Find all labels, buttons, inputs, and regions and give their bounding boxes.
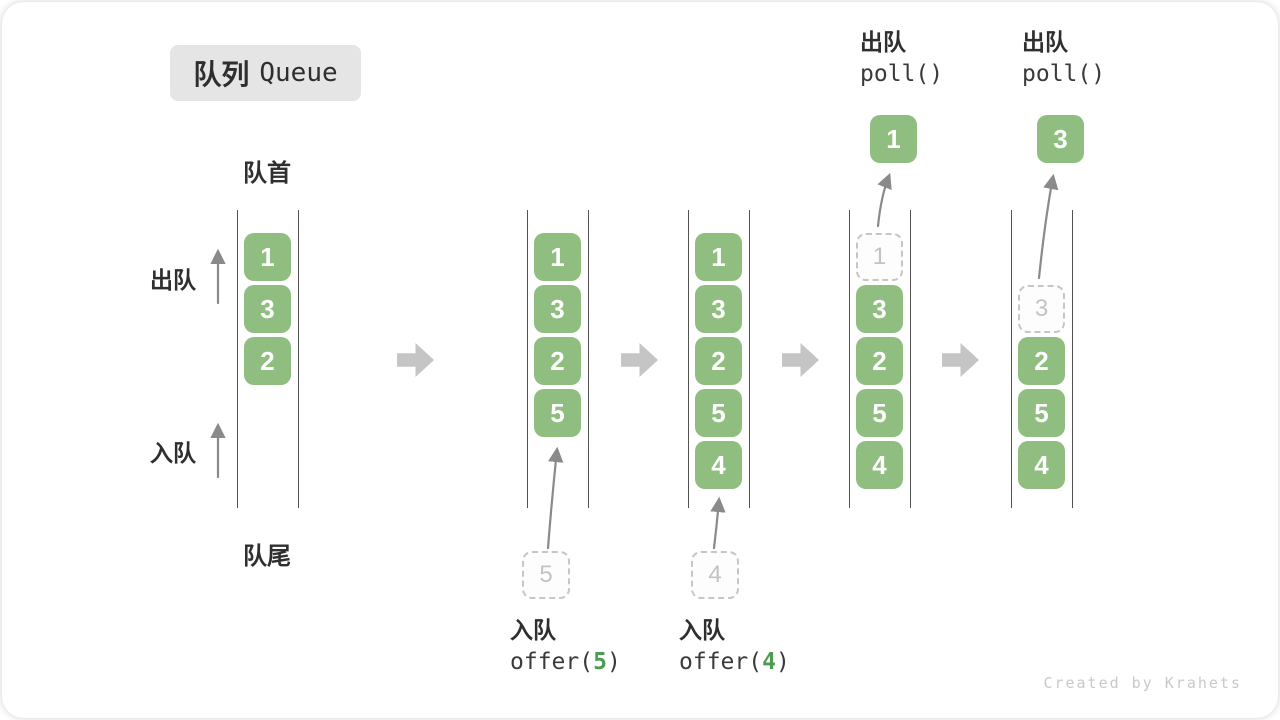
op-offer5-label: 入队 bbox=[510, 617, 556, 643]
queue-element: 3 bbox=[856, 285, 903, 333]
queue-element: 4 bbox=[695, 441, 742, 489]
op-offer5: 入队 offer(5) bbox=[510, 615, 621, 679]
title-zh: 队列 bbox=[193, 59, 250, 90]
op-poll3-code: poll() bbox=[1022, 61, 1106, 87]
op-poll1: 出队 poll() bbox=[860, 27, 943, 91]
op-poll1-code: poll() bbox=[860, 61, 944, 87]
op-offer4: 入队 offer(4) bbox=[679, 615, 790, 679]
queue-element: 2 bbox=[244, 337, 291, 385]
queue-column-initial: 1 3 2 bbox=[237, 210, 299, 508]
queue-element: 2 bbox=[1018, 337, 1065, 385]
op-offer4-label: 入队 bbox=[679, 617, 725, 643]
code-arg: 4 bbox=[762, 649, 776, 675]
label-enqueue: 入队 bbox=[150, 440, 196, 466]
code-close: ) bbox=[606, 649, 621, 675]
code-arg: 5 bbox=[593, 649, 607, 675]
op-poll3: 出队 poll() bbox=[1022, 27, 1105, 91]
queue-element: 5 bbox=[856, 389, 903, 437]
title-en: Queue bbox=[259, 58, 338, 88]
queue-element: 5 bbox=[1018, 389, 1065, 437]
code-fn: offer( bbox=[679, 649, 763, 675]
title-badge: 队列 Queue bbox=[170, 45, 361, 101]
queue-element: 1 bbox=[534, 233, 581, 281]
watermark: Created by Krahets bbox=[1043, 674, 1242, 692]
queue-element: 2 bbox=[534, 337, 581, 385]
label-queue-front: 队首 bbox=[243, 160, 291, 187]
code-close: ) bbox=[775, 649, 790, 675]
code-fn: offer( bbox=[510, 649, 594, 675]
label-dequeue: 出队 bbox=[150, 267, 196, 293]
dequeued-element-1: 1 bbox=[870, 115, 917, 163]
queue-element: 2 bbox=[695, 337, 742, 385]
queue-element: 4 bbox=[1018, 441, 1065, 489]
label-queue-rear: 队尾 bbox=[243, 543, 291, 570]
queue-column-after-offer5: 1 3 2 5 bbox=[527, 210, 589, 508]
queue-element: 2 bbox=[856, 337, 903, 385]
op-offer5-code: offer(5) bbox=[510, 645, 621, 679]
staged-element-4: 4 bbox=[691, 551, 739, 599]
queue-element: 3 bbox=[534, 285, 581, 333]
queue-element-ghost: 3 bbox=[1018, 285, 1065, 333]
op-offer4-code: offer(4) bbox=[679, 645, 790, 679]
queue-element: 1 bbox=[244, 233, 291, 281]
op-poll3-label: 出队 bbox=[1022, 29, 1068, 55]
dequeued-element-3: 3 bbox=[1037, 115, 1084, 163]
queue-element: 5 bbox=[534, 389, 581, 437]
queue-column-after-poll3: 3 2 5 4 bbox=[1011, 210, 1073, 508]
queue-element-ghost: 1 bbox=[856, 233, 903, 281]
queue-element: 4 bbox=[856, 441, 903, 489]
queue-element: 3 bbox=[244, 285, 291, 333]
queue-column-after-poll1: 1 3 2 5 4 bbox=[849, 210, 911, 508]
queue-element: 3 bbox=[695, 285, 742, 333]
queue-column-after-offer4: 1 3 2 5 4 bbox=[688, 210, 750, 508]
queue-element: 5 bbox=[695, 389, 742, 437]
staged-element-5: 5 bbox=[522, 551, 570, 599]
queue-element: 1 bbox=[695, 233, 742, 281]
op-poll1-label: 出队 bbox=[860, 29, 906, 55]
